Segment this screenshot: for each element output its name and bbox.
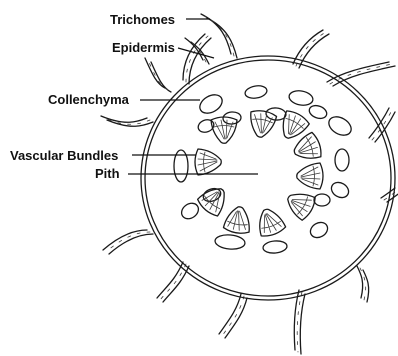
label-vascular-bundles: Vascular Bundles [10, 148, 118, 163]
epidermis-inner-ring [145, 60, 391, 296]
collenchyma-cell [288, 89, 314, 107]
vascular-bundle [196, 181, 233, 218]
collenchyma-cell [314, 194, 330, 206]
epidermis [141, 56, 395, 300]
collenchyma-cell [179, 200, 202, 222]
trichome [294, 290, 305, 354]
label-pith: Pith [95, 166, 120, 181]
vascular-bundle [297, 163, 323, 189]
trichome [145, 58, 171, 92]
epidermis-outer-ring [141, 56, 395, 300]
vascular-bundle [195, 149, 221, 175]
collenchyma-cell [196, 118, 215, 135]
ground-tissue-group [174, 84, 354, 254]
vascular-bundle [247, 109, 277, 139]
trichome [327, 62, 395, 86]
vascular-bundle [223, 205, 253, 235]
label-epidermis: Epidermis [112, 40, 175, 55]
trichome [293, 30, 329, 68]
vascular-bundle [282, 186, 318, 222]
collenchyma-cell [263, 240, 288, 254]
labels: Trichomes Epidermis Collenchyma Vascular… [10, 12, 175, 181]
collenchyma-cell [326, 113, 355, 139]
collenchyma-cell [308, 219, 331, 240]
trichome [201, 14, 237, 58]
collenchyma-cell [335, 149, 349, 171]
vascular-bundle [275, 108, 311, 144]
vascular-bundle [253, 205, 286, 239]
label-collenchyma: Collenchyma [48, 92, 130, 107]
trichome [357, 266, 369, 302]
collenchyma-cell [244, 84, 268, 100]
collenchyma-cell [307, 103, 328, 120]
label-trichomes: Trichomes [110, 12, 175, 27]
trichome [101, 116, 153, 126]
collenchyma-cell [214, 234, 245, 251]
collenchyma-cell [197, 91, 226, 117]
trichome [219, 294, 247, 338]
collenchyma-cell [329, 179, 352, 200]
trichome [103, 230, 153, 254]
trichome [157, 262, 189, 302]
